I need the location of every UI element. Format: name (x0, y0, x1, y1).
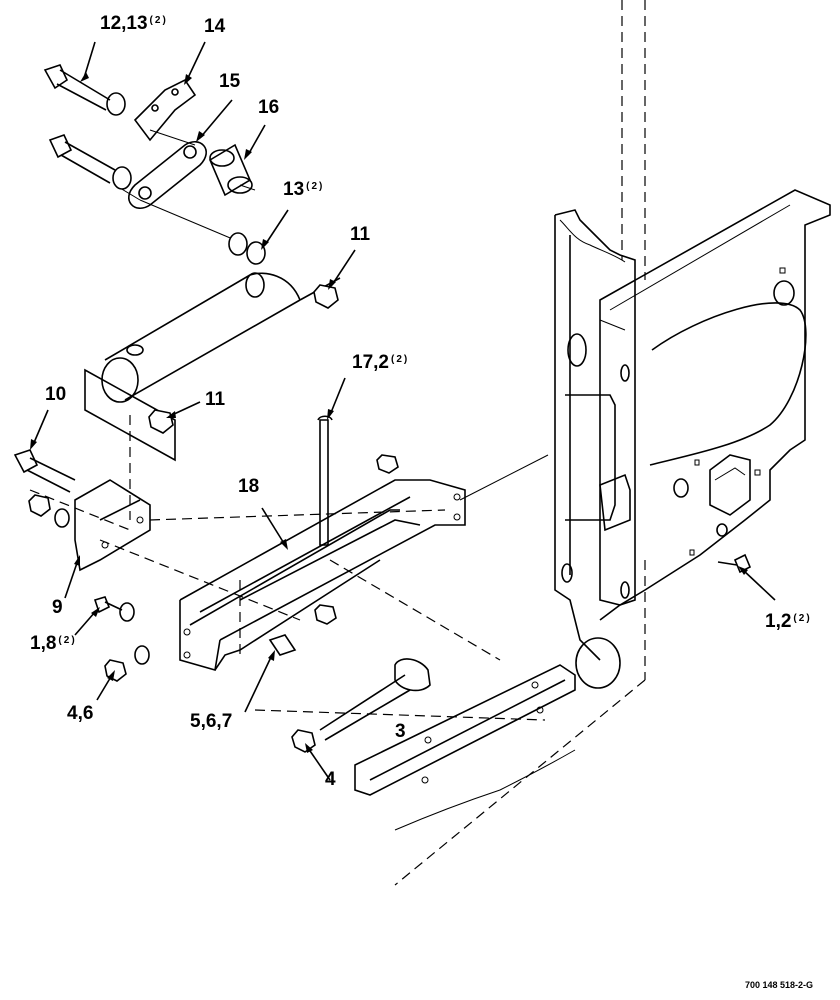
callout-16: 16 (258, 98, 279, 117)
support-bracket (179, 479, 466, 672)
callout-qty: (2) (390, 354, 410, 365)
link-and-spacer (128, 78, 253, 209)
callout-4: 4 (325, 770, 336, 789)
callout-15: 15 (219, 72, 240, 91)
callout-5-6-7: 5,6,7 (190, 712, 232, 731)
callout-text: 15 (219, 71, 241, 92)
callout-12-13: 12,13(2) (100, 14, 168, 33)
rod-assembly (394, 658, 431, 692)
callout-1-2: 1,2(2) (765, 612, 812, 631)
callout-text: 9 (52, 597, 63, 618)
mount-bracket (74, 479, 151, 572)
callout-text: 5,6,7 (190, 711, 233, 732)
lower-angle (354, 664, 576, 831)
callout-text: 4,6 (67, 703, 94, 724)
channel-member (554, 209, 636, 689)
callout-text: 11 (205, 389, 226, 410)
callout-text: 13 (283, 179, 305, 200)
callout-text: 18 (238, 476, 260, 497)
figure-code: 700 148 518-2-G (745, 980, 814, 990)
callout-qty: (2) (306, 181, 325, 192)
callout-text: 1,2 (765, 611, 792, 632)
callout-text: 17,2 (352, 352, 389, 373)
callout-text: 10 (45, 384, 67, 405)
callout-13: 13(2) (283, 180, 324, 199)
callout-text: 11 (350, 224, 371, 245)
callout-18: 18 (238, 477, 259, 496)
callout-qty: (2) (149, 15, 168, 26)
hydraulic-cylinder (84, 272, 341, 462)
callout-11-upper: 11 (350, 225, 370, 244)
callout-qty: (2) (58, 635, 77, 646)
hardware (28, 92, 399, 753)
callout-text: 14 (204, 16, 226, 37)
callout-text: 12,13 (100, 13, 148, 34)
callout-text: 4 (325, 769, 336, 790)
callout-3: 3 (395, 722, 406, 741)
center-lines (29, 129, 549, 721)
callout-17-2: 17,2(2) (352, 353, 409, 372)
callout-text: 1,8 (30, 633, 57, 654)
callout-14: 14 (204, 17, 225, 36)
callout-4-6: 4,6 (67, 704, 93, 723)
callout-9: 9 (52, 598, 63, 617)
callout-11-lower: 11 (205, 390, 225, 409)
callout-text: 16 (258, 97, 280, 118)
leader-arrows (30, 41, 776, 781)
callout-1-8: 1,8(2) (30, 634, 77, 653)
callout-qty: (2) (793, 613, 812, 624)
callout-text: 3 (395, 721, 406, 742)
bolts (13, 64, 752, 741)
frame-phantom-lines (394, 0, 646, 886)
side-panel (599, 189, 831, 606)
callout-10: 10 (45, 385, 66, 404)
